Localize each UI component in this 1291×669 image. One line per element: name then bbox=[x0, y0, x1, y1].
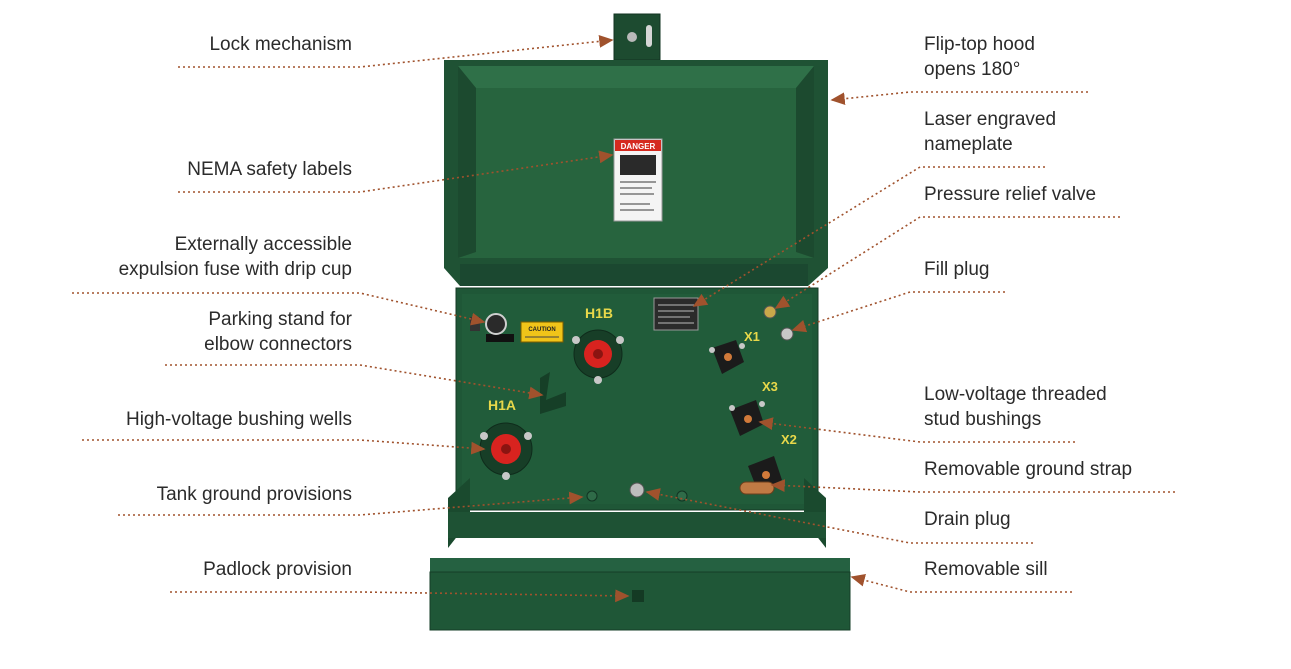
ground-strap bbox=[739, 481, 775, 495]
caution-decal: CAUTION bbox=[520, 321, 564, 343]
callout-text: NEMA safety labels bbox=[187, 159, 352, 180]
h1b-bushing-well bbox=[572, 329, 624, 384]
callout-pressure-relief: Pressure relief valve bbox=[924, 182, 1096, 207]
callout-text: Lock mechanism bbox=[209, 34, 352, 55]
callout-text: Tank ground provisions bbox=[156, 484, 352, 505]
terminal-label-h1a: H1A bbox=[488, 397, 516, 413]
callout-text: Fill plug bbox=[924, 259, 990, 280]
caution-decal-text: CAUTION bbox=[528, 327, 555, 333]
nameplate bbox=[653, 297, 699, 331]
callout-text: Pressure relief valve bbox=[924, 184, 1097, 205]
callout-parking-stand: Parking stand for elbow connectors bbox=[204, 307, 352, 357]
callout-text: High-voltage bushing wells bbox=[125, 409, 352, 430]
callout-tank-ground: Tank ground provisions bbox=[157, 482, 352, 507]
callout-text: Removable ground strap bbox=[924, 459, 1133, 480]
terminal-label-x3: X3 bbox=[762, 379, 778, 394]
callout-text-line-1: Parking stand for bbox=[208, 309, 352, 330]
x3-bushing bbox=[729, 400, 765, 436]
fill-plug bbox=[780, 327, 794, 341]
callout-text: Padlock provision bbox=[203, 559, 352, 580]
terminal-label-h1b: H1B bbox=[585, 305, 613, 321]
callout-text-line-2: expulsion fuse with drip cup bbox=[118, 259, 352, 280]
parking-stand bbox=[540, 372, 566, 414]
callout-fill-plug: Fill plug bbox=[924, 257, 989, 282]
callout-padlock: Padlock provision bbox=[203, 557, 352, 582]
callout-text-line-2: stud bushings bbox=[924, 409, 1042, 430]
callout-text-line-1: Externally accessible bbox=[174, 234, 352, 255]
callout-lock-mechanism: Lock mechanism bbox=[209, 32, 352, 57]
callout-nema-safety-labels: NEMA safety labels bbox=[187, 157, 352, 182]
callout-expulsion-fuse: Externally accessible expulsion fuse wit… bbox=[119, 232, 352, 282]
danger-decal-text: DANGER bbox=[621, 142, 656, 151]
callout-text-line-1: Laser engraved bbox=[924, 109, 1057, 130]
leader-lines-right bbox=[645, 91, 1175, 593]
callout-text-line-1: Flip-top hood bbox=[924, 34, 1035, 55]
pressure-relief-valve bbox=[763, 305, 777, 319]
callout-text: Drain plug bbox=[924, 509, 1011, 530]
h1a-bushing-well bbox=[479, 422, 533, 480]
nema-safety-label: DANGER bbox=[613, 138, 663, 222]
callout-hv-bushing-wells: High-voltage bushing wells bbox=[126, 407, 352, 432]
callout-text-line-2: elbow connectors bbox=[204, 334, 352, 355]
callout-drain-plug: Drain plug bbox=[924, 507, 1011, 532]
removable-sill bbox=[429, 478, 851, 631]
callout-text-line-1: Low-voltage threaded bbox=[924, 384, 1107, 405]
callout-lv-bushings: Low-voltage threaded stud bushings bbox=[924, 382, 1107, 432]
callout-text-line-2: opens 180° bbox=[924, 59, 1021, 80]
x1-bushing bbox=[709, 340, 745, 374]
callout-ground-strap: Removable ground strap bbox=[924, 457, 1132, 482]
lock-mechanism bbox=[613, 13, 661, 61]
callout-flip-top-hood: Flip-top hood opens 180° bbox=[924, 32, 1035, 82]
leader-lines-left bbox=[72, 35, 630, 603]
callout-nameplate: Laser engraved nameplate bbox=[924, 107, 1056, 157]
callout-text-line-2: nameplate bbox=[924, 134, 1013, 155]
tank-ground-pads bbox=[586, 490, 688, 502]
terminal-label-x2: X2 bbox=[781, 432, 797, 447]
drain-plug bbox=[629, 482, 645, 498]
callout-removable-sill: Removable sill bbox=[924, 557, 1048, 582]
callout-text: Removable sill bbox=[924, 559, 1048, 580]
terminal-label-x1: X1 bbox=[744, 329, 760, 344]
